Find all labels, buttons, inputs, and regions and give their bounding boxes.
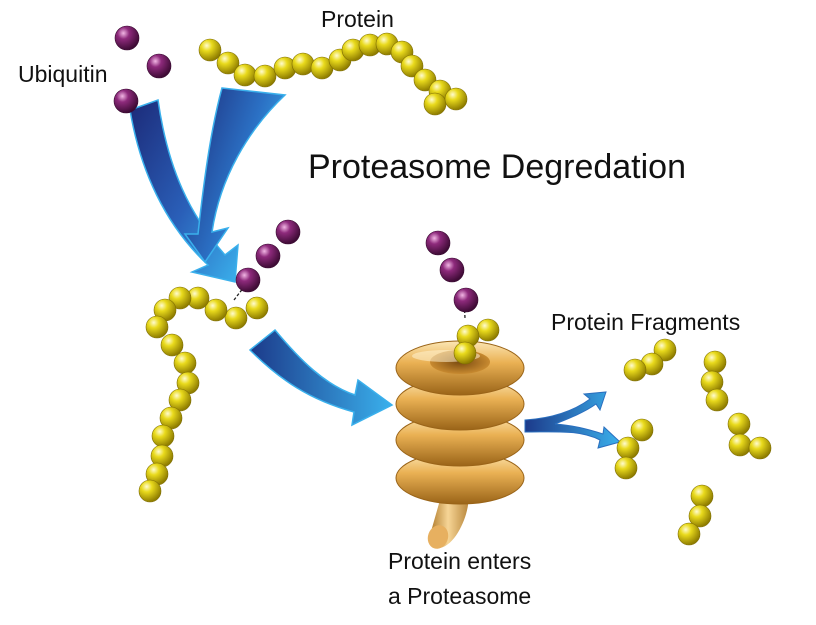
protein-bead [728, 433, 752, 457]
ubiquitin-bead [146, 53, 172, 79]
protein-bead [216, 51, 240, 75]
protein-bead [138, 479, 162, 503]
protein-label: Protein [321, 6, 394, 32]
protein-bead [160, 333, 184, 357]
protein-bead [614, 456, 638, 480]
fragment-1-chain [623, 338, 677, 382]
protein-bead [727, 412, 751, 436]
protein-bead [677, 522, 701, 546]
protein-bead [253, 64, 277, 88]
ubiquitin-bead [235, 267, 261, 293]
arrow-to-fragments [524, 391, 621, 449]
protein-tagged-chain [138, 286, 269, 503]
protein-bead [145, 315, 169, 339]
protein-bead [748, 436, 772, 460]
diagram-title: Proteasome Degredation [308, 148, 687, 186]
ubiquitin-free-chain [113, 25, 172, 114]
protein-bead [703, 350, 727, 374]
protein-bead [653, 338, 677, 362]
protein-bead [616, 436, 640, 460]
ubiquitin-bead [425, 230, 451, 256]
protein-free-chain [198, 32, 468, 116]
protein-enters-label-line1: Protein enters [388, 548, 532, 574]
protein-enters-label-line2: a Proteasome [388, 583, 532, 609]
protein-bead [245, 296, 269, 320]
protein-fragments-label: Protein Fragments [551, 309, 741, 335]
arrow-to-proteasome [248, 328, 394, 427]
protein-bead [400, 54, 424, 78]
protein-entering-chain [453, 318, 500, 365]
proteasome [395, 340, 525, 505]
ubiquitin-bead [113, 88, 139, 114]
fragment-3-chain [614, 418, 654, 480]
protein-bead [423, 92, 447, 116]
ubiquitin-bead [439, 257, 465, 283]
protein-bead [690, 484, 714, 508]
protein-bead [151, 424, 175, 448]
protein-bead [453, 341, 477, 365]
protein-bead [705, 388, 729, 412]
ubiquitin-tag-2-chain [425, 230, 479, 313]
ubiquitin-label: Ubiquitin [18, 61, 108, 87]
protein-bead [173, 351, 197, 375]
arrow-ubiquitin-to-tag [129, 98, 239, 283]
ubiquitin-bead [114, 25, 140, 51]
fragment-4-chain [727, 412, 772, 460]
protein-bead [444, 87, 468, 111]
protein-bead [224, 306, 248, 330]
ubiquitin-bead [255, 243, 281, 269]
protein-bead [630, 418, 654, 442]
ubiquitin-bonds [233, 282, 466, 319]
ubiquitin-bead [275, 219, 301, 245]
protein-bead [688, 504, 712, 528]
fragment-2-chain [700, 350, 729, 412]
protein-bead [198, 38, 222, 62]
arrow-protein-to-tag [183, 87, 287, 264]
protein-bead [476, 318, 500, 342]
protein-bead [623, 358, 647, 382]
bead-layer [113, 25, 772, 546]
ubiquitin-tag-1-chain [235, 219, 301, 293]
fragment-5-chain [677, 484, 714, 546]
ubiquitin-bead [453, 287, 479, 313]
protein-bead [168, 388, 192, 412]
protein-bead [291, 52, 315, 76]
protein-bead [168, 286, 192, 310]
protein-bead [204, 298, 228, 322]
protein-bead [233, 63, 257, 87]
